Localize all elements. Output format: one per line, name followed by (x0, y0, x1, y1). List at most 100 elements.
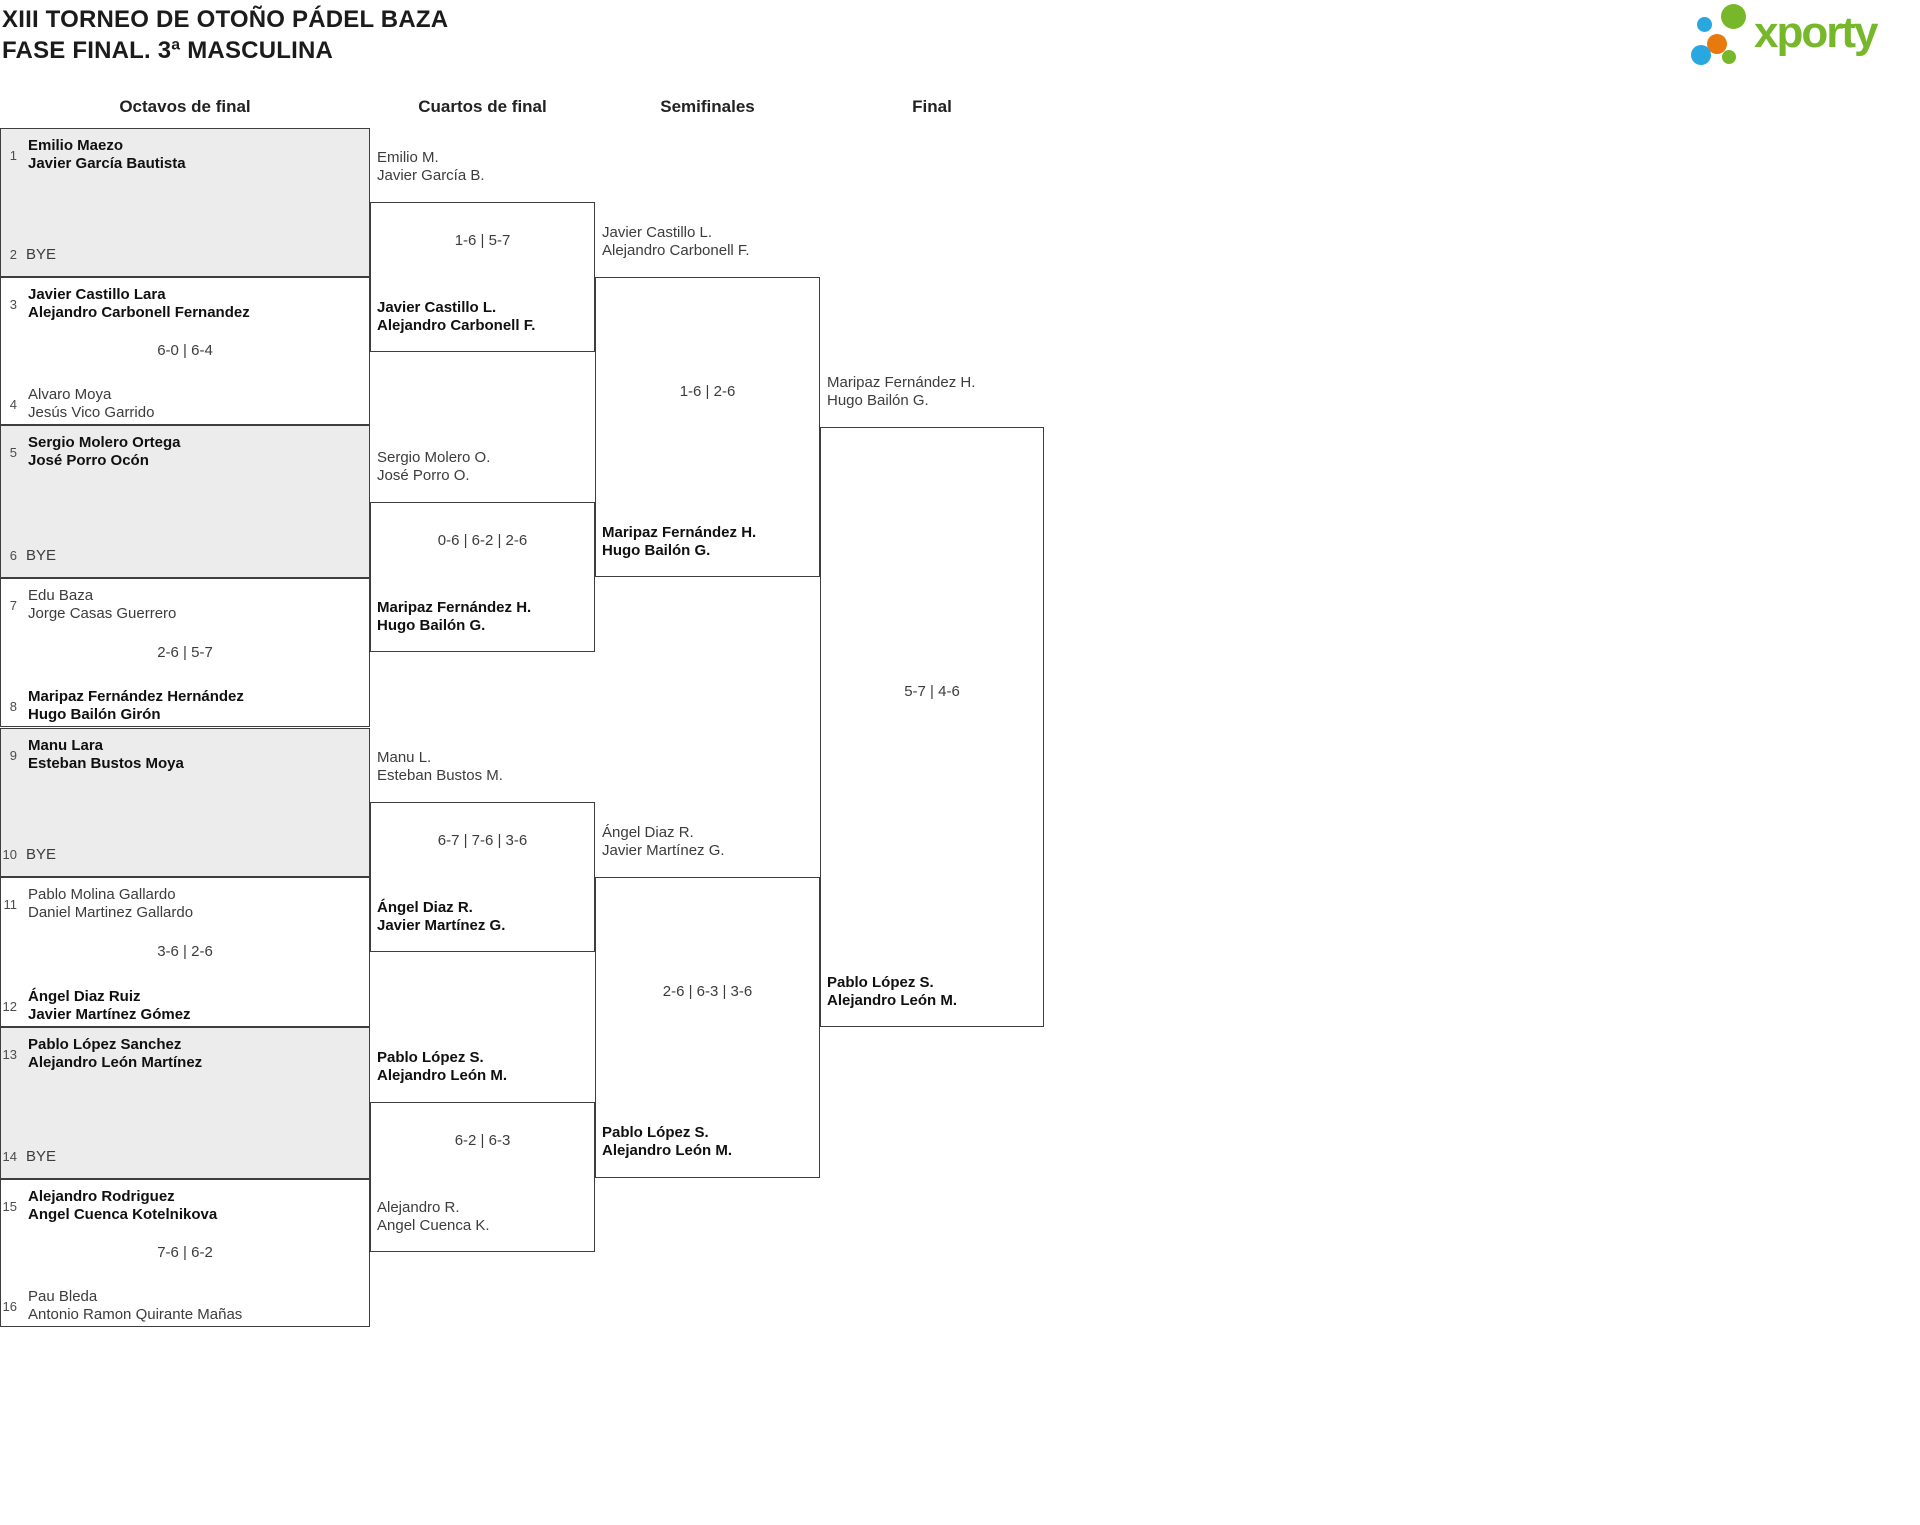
seed-number: 15 (2, 1198, 17, 1214)
seed-number: 2 (9, 246, 17, 262)
player-name: Jesús Vico Garrido (28, 404, 155, 421)
page-title: XIII TORNEO DE OTOÑO PÁDEL BAZA FASE FIN… (2, 4, 448, 66)
player-name: Angel Cuenca K. (377, 1217, 490, 1234)
match-box-qf-3 (370, 802, 595, 952)
player-name: Alejandro R. (377, 1199, 460, 1216)
r16-slot-9: 9 Manu Lara Esteban Bustos Moya (0, 737, 368, 773)
player-name: Edu Baza (28, 587, 94, 604)
seed-number: 6 (9, 547, 17, 563)
player-name: Javier García Bautista (28, 155, 186, 172)
sf2-team-top[interactable]: Ángel Diaz R. Javier Martínez G. (602, 824, 818, 860)
team-names[interactable]: Pablo López Sanchez Alejandro León Martí… (28, 1036, 202, 1072)
r16-slot-8: 8 Maripaz Fernández Hernández Hugo Bailó… (0, 688, 368, 724)
r16-slot-12: 12 Ángel Diaz Ruiz Javier Martínez Gómez (0, 988, 368, 1024)
qf1-team-top[interactable]: Emilio M. Javier García B. (377, 149, 593, 185)
match-box-r16-1 (0, 128, 370, 277)
player-name: Manu L. (377, 749, 432, 766)
logo-dot-blue-large-icon (1691, 45, 1711, 65)
seed-number: 12 (2, 998, 17, 1014)
r16-slot-10-bye: 10 BYE (0, 845, 368, 863)
qf3-team-top[interactable]: Manu L. Esteban Bustos M. (377, 749, 593, 785)
r16-slot-16: 16 Pau Bleda Antonio Ramon Quirante Maña… (0, 1288, 368, 1324)
player-name: Pablo López S. (827, 974, 934, 991)
player-name: Hugo Bailón Girón (28, 706, 161, 723)
seed-number: 5 (9, 444, 17, 460)
r16-slot-5: 5 Sergio Molero Ortega José Porro Ocón (0, 434, 368, 470)
bye-label: BYE (26, 546, 57, 564)
sf1-team-top[interactable]: Javier Castillo L. Alejandro Carbonell F… (602, 224, 818, 260)
player-name: Alejandro León Martínez (28, 1054, 203, 1071)
logo-dot-blue-small-icon (1697, 17, 1712, 32)
player-name: Maripaz Fernández H. (827, 374, 976, 391)
match-score: 6-2 | 6-3 (454, 1132, 511, 1149)
qf2-team-bottom[interactable]: Maripaz Fernández H. Hugo Bailón G. (377, 599, 593, 635)
match-box-r16-7 (0, 1027, 370, 1179)
match-score: 7-6 | 6-2 (157, 1244, 213, 1261)
team-names[interactable]: Pablo Molina Gallardo Daniel Martinez Ga… (28, 886, 193, 922)
team-names[interactable]: Emilio Maezo Javier García Bautista (28, 137, 186, 173)
match-score: 1-6 | 2-6 (679, 383, 736, 400)
qf4-team-bottom[interactable]: Alejandro R. Angel Cuenca K. (377, 1199, 593, 1235)
team-names[interactable]: Alejandro Rodriguez Angel Cuenca Kotelni… (28, 1188, 217, 1224)
player-name: Pablo López Sanchez (28, 1036, 182, 1053)
match-box-qf-4 (370, 1102, 595, 1252)
team-names[interactable]: Sergio Molero Ortega José Porro Ocón (28, 434, 181, 470)
match-score: 5-7 | 4-6 (904, 683, 960, 700)
bye-label: BYE (26, 1147, 57, 1165)
team-names[interactable]: Edu Baza Jorge Casas Guerrero (28, 587, 176, 623)
seed-number: 14 (2, 1148, 17, 1164)
player-name: Pau Bleda (28, 1288, 98, 1305)
player-name: Alejandro León M. (377, 1067, 508, 1084)
player-name: Alejandro Carbonell F. (377, 317, 536, 334)
seed-number: 13 (2, 1046, 17, 1062)
team-names[interactable]: Ángel Diaz Ruiz Javier Martínez Gómez (28, 988, 191, 1024)
player-name: Javier Martínez G. (377, 917, 506, 934)
round-header-octavos: Octavos de final (119, 97, 251, 116)
player-name: Ángel Diaz Ruiz (28, 988, 141, 1005)
team-names[interactable]: Pau Bleda Antonio Ramon Quirante Mañas (28, 1288, 242, 1324)
final-team-top[interactable]: Maripaz Fernández H. Hugo Bailón G. (827, 374, 1043, 410)
seed-number: 3 (9, 296, 17, 312)
logo-dot-green-large-icon (1721, 4, 1746, 29)
team-names[interactable]: Javier Castillo Lara Alejandro Carbonell… (28, 286, 250, 322)
r16-slot-3: 3 Javier Castillo Lara Alejandro Carbone… (0, 286, 368, 322)
player-name: Alejandro Rodriguez (28, 1188, 175, 1205)
player-name: Pablo López S. (602, 1124, 709, 1141)
player-name: Javier Martínez G. (602, 842, 725, 859)
team-names[interactable]: Alvaro Moya Jesús Vico Garrido (28, 386, 154, 422)
match-score: 6-7 | 7-6 | 3-6 (437, 832, 528, 849)
qf2-team-top[interactable]: Sergio Molero O. José Porro O. (377, 449, 593, 485)
player-name: Angel Cuenca Kotelnikova (28, 1206, 218, 1223)
match-box-sf-2 (595, 877, 820, 1178)
player-name: Hugo Bailón G. (377, 617, 486, 634)
sf1-team-bottom[interactable]: Maripaz Fernández H. Hugo Bailón G. (602, 524, 818, 560)
qf3-team-bottom[interactable]: Ángel Diaz R. Javier Martínez G. (377, 899, 593, 935)
match-score: 3-6 | 2-6 (157, 943, 213, 960)
match-box-r16-2 (0, 277, 370, 425)
r16-slot-2-bye: 2 BYE (0, 245, 368, 263)
sf2-team-bottom[interactable]: Pablo López S. Alejandro León M. (602, 1124, 818, 1160)
qf1-team-bottom[interactable]: Javier Castillo L. Alejandro Carbonell F… (377, 299, 593, 335)
match-box-r16-5 (0, 728, 370, 877)
r16-slot-11: 11 Pablo Molina Gallardo Daniel Martinez… (0, 886, 368, 922)
match-box-r16-3 (0, 425, 370, 578)
final-team-bottom[interactable]: Pablo López S. Alejandro León M. (827, 974, 1043, 1010)
team-names[interactable]: Maripaz Fernández Hernández Hugo Bailón … (28, 688, 244, 724)
player-name: Javier García B. (377, 167, 485, 184)
seed-number: 11 (3, 896, 18, 912)
player-name: Esteban Bustos Moya (28, 755, 184, 772)
match-score: 2-6 | 5-7 (157, 644, 213, 661)
match-score: 0-6 | 6-2 | 2-6 (437, 532, 528, 549)
qf4-team-top[interactable]: Pablo López S. Alejandro León M. (377, 1049, 593, 1085)
player-name: Antonio Ramon Quirante Mañas (28, 1306, 243, 1323)
round-header-final: Final (912, 97, 952, 116)
seed-number: 10 (2, 846, 17, 862)
player-name: José Porro Ocón (28, 452, 149, 469)
player-name: Manu Lara (28, 737, 104, 754)
seed-number: 1 (9, 147, 17, 163)
team-names[interactable]: Manu Lara Esteban Bustos Moya (28, 737, 184, 773)
player-name: Pablo López S. (377, 1049, 484, 1066)
player-name: Daniel Martinez Gallardo (28, 904, 194, 921)
seed-number: 8 (9, 698, 17, 714)
